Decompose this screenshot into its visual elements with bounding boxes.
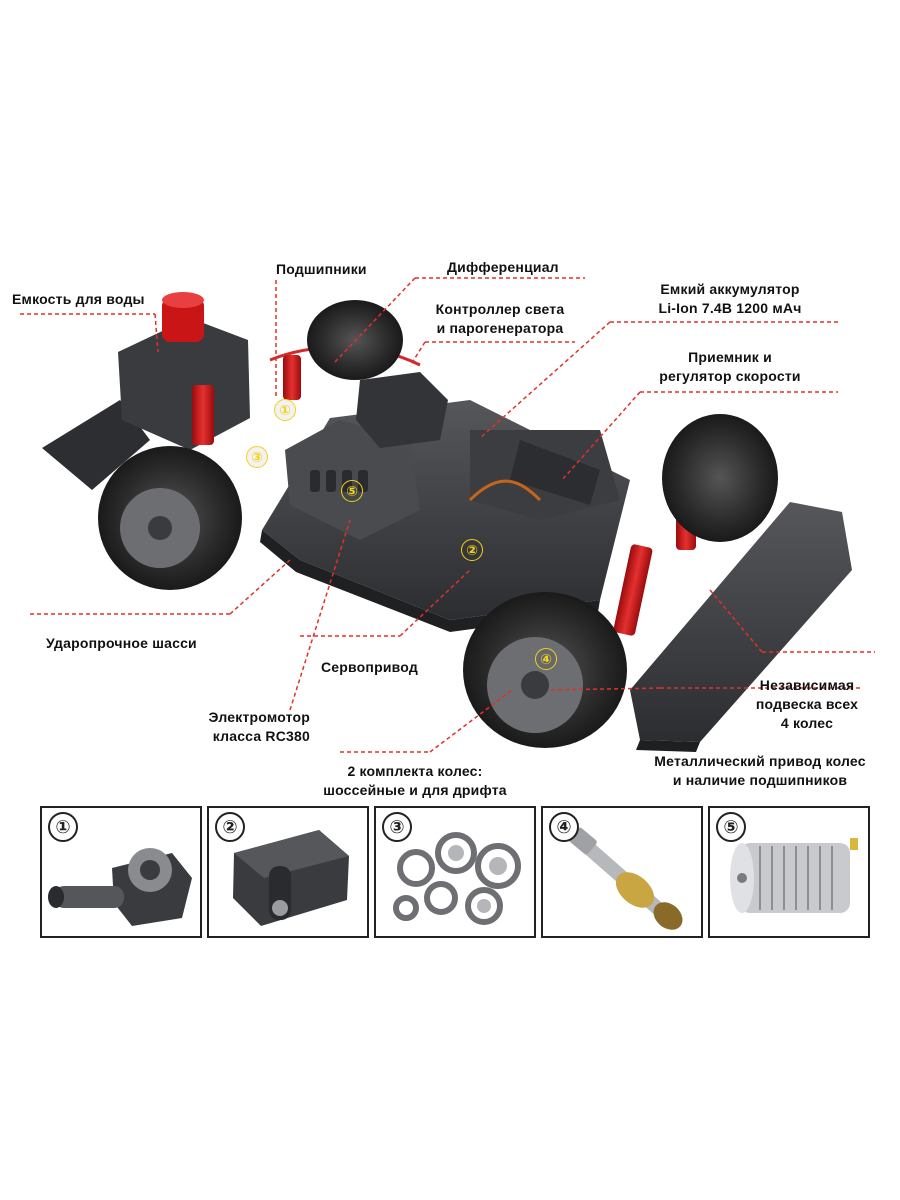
- label-differential-text: Дифференциал: [447, 259, 559, 275]
- label-receiver: Приемник и регулятор скорости: [640, 348, 820, 386]
- label-bearings-text: Подшипники: [276, 261, 367, 277]
- label-servo: Сервопривод: [321, 658, 418, 677]
- marker-2: ②: [461, 539, 483, 561]
- label-bearings: Подшипники: [276, 260, 367, 279]
- label-suspension-line2: подвеска всех: [755, 696, 859, 712]
- label-wheels: 2 комплекта колес: шоссейные и для дрифт…: [300, 762, 530, 800]
- label-light-controller-line2: и парогенератора: [436, 320, 564, 336]
- label-servo-text: Сервопривод: [321, 659, 418, 675]
- panel-number-5: ⑤: [716, 812, 746, 842]
- label-light-controller-line1: Контроллер света: [435, 301, 565, 317]
- panel-number-2: ②: [215, 812, 245, 842]
- label-motor-line1: Электромотор: [208, 709, 310, 725]
- label-motor-line2: класса RC380: [212, 728, 310, 744]
- label-light-controller: Контроллер света и парогенератора: [425, 300, 575, 338]
- label-chassis: Ударопрочное шасси: [46, 634, 197, 653]
- label-drive-line1: Металлический привод колес: [654, 753, 866, 769]
- label-wheels-line2: шоссейные и для дрифта: [323, 782, 507, 798]
- bearings-icon: [393, 832, 521, 925]
- panel-number-1: ①: [48, 812, 78, 842]
- label-chassis-text: Ударопрочное шасси: [46, 635, 197, 651]
- electric-motor-icon: [730, 838, 858, 913]
- label-drive-line2: и наличие подшипников: [672, 772, 848, 788]
- label-motor: Электромотор класса RC380: [170, 708, 310, 746]
- panel-number-4: ④: [549, 812, 579, 842]
- label-water-tank: Емкость для воды: [12, 290, 145, 309]
- differential-gear-icon: [48, 848, 192, 926]
- label-receiver-line2: регулятор скорости: [659, 368, 801, 384]
- panel-differential: ①: [40, 806, 202, 938]
- marker-4: ④: [535, 648, 557, 670]
- label-receiver-line1: Приемник и: [688, 349, 772, 365]
- marker-1: ①: [274, 399, 296, 421]
- panel-bearings: ③: [374, 806, 536, 938]
- label-suspension-line1: Независимая: [759, 677, 855, 693]
- label-battery-line1: Емкий аккумулятор: [660, 281, 800, 297]
- label-battery: Емкий аккумулятор Li-Ion 7.4В 1200 мАч: [640, 280, 820, 318]
- servo-icon: [233, 830, 349, 926]
- panel-servo: ②: [207, 806, 369, 938]
- label-battery-line2: Li-Ion 7.4В 1200 мАч: [658, 300, 802, 316]
- label-differential: Дифференциал: [447, 258, 559, 277]
- label-suspension: Независимая подвеска всех 4 колес: [742, 676, 872, 733]
- panel-motor: ⑤: [708, 806, 870, 938]
- marker-3: ③: [246, 446, 268, 468]
- marker-5: ⑤: [341, 480, 363, 502]
- label-wheels-line1: 2 комплекта колес:: [347, 763, 483, 779]
- panel-number-3: ③: [382, 812, 412, 842]
- label-suspension-line3: 4 колес: [780, 715, 834, 731]
- label-drive: Металлический привод колес и наличие под…: [640, 752, 880, 790]
- panel-drive-shaft: ④: [541, 806, 703, 938]
- label-water-tank-text: Емкость для воды: [12, 291, 145, 307]
